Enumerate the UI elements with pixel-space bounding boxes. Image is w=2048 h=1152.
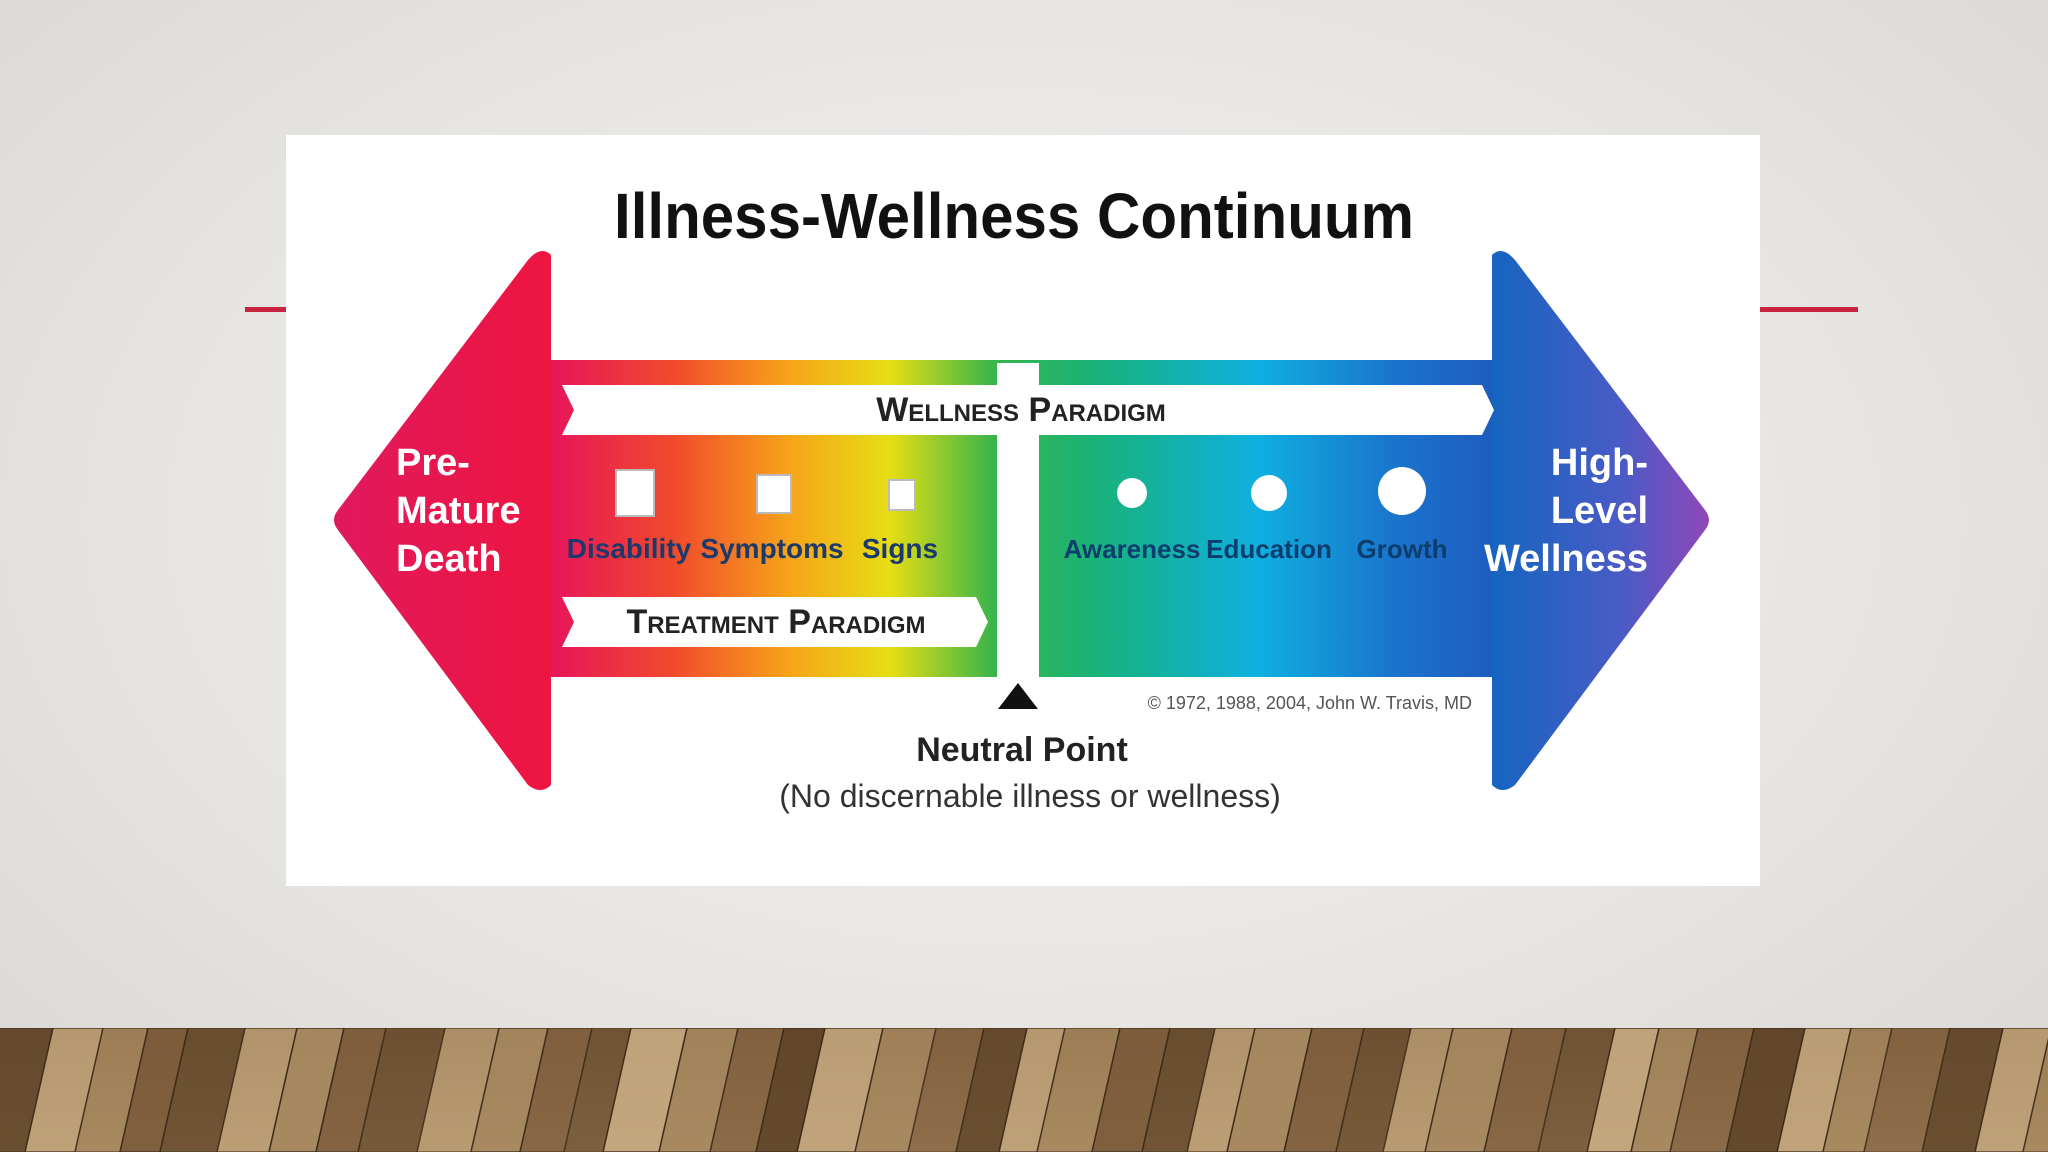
treatment-paradigm-label: Treatment Paradigm — [626, 603, 925, 641]
wellness-markers: Awareness Education Growth — [1064, 467, 1448, 564]
floor-plank — [519, 1028, 593, 1152]
copyright-notice: © 1972, 1988, 2004, John W. Travis, MD — [1148, 693, 1472, 713]
floor-plank — [755, 1028, 826, 1152]
illness-wellness-diagram: Illness-Wellness Continuum Wellness Para… — [334, 180, 1709, 814]
floor-plank — [1630, 1028, 1699, 1152]
wellness-paradigm-label: Wellness Paradigm — [876, 391, 1166, 429]
floor-plank — [1776, 1028, 1852, 1152]
floor-plank — [1537, 1028, 1616, 1152]
right-end-line-2: Level — [1551, 490, 1648, 532]
floor-plank — [1186, 1028, 1256, 1152]
floor-plank — [1921, 1028, 2004, 1152]
right-end-line-1: High- — [1551, 442, 1648, 484]
wellness-paradigm-band — [562, 385, 1494, 435]
floor-plank — [2022, 1037, 2048, 1152]
disability-label: Disability — [567, 533, 692, 564]
signs-label: Signs — [862, 533, 938, 564]
floor-plank — [470, 1028, 549, 1152]
right-end-line-3: Wellness — [1484, 538, 1648, 580]
floor-plank — [907, 1028, 985, 1152]
accent-line-left — [245, 307, 290, 312]
floor-plank — [0, 1028, 54, 1152]
treatment-paradigm-band — [562, 597, 988, 647]
floor-plank — [74, 1028, 149, 1152]
awareness-marker-icon — [1117, 478, 1147, 508]
floor-plank — [1335, 1028, 1412, 1152]
floor-plank — [854, 1028, 937, 1152]
awareness-label: Awareness — [1064, 534, 1201, 564]
floor-plank — [119, 1028, 189, 1152]
neutral-point-marker-icon — [998, 683, 1038, 709]
neutral-point-caption: (No discernable illness or wellness) — [779, 778, 1281, 814]
disability-marker-icon — [615, 469, 655, 517]
left-end-line-3: Death — [396, 538, 502, 580]
symptoms-marker-icon — [756, 474, 792, 514]
floor-plank — [24, 1028, 104, 1152]
education-label: Education — [1206, 534, 1332, 564]
floor-plank — [1036, 1028, 1121, 1152]
floor-plank — [1091, 1028, 1171, 1152]
growth-marker-icon — [1378, 467, 1426, 515]
growth-label: Growth — [1357, 534, 1448, 564]
left-end-line-2: Mature — [396, 490, 521, 532]
diagram-card: Illness-Wellness Continuum Wellness Para… — [286, 135, 1760, 886]
education-marker-icon — [1251, 475, 1287, 511]
symptoms-label: Symptoms — [700, 533, 843, 564]
floor-plank — [1283, 1028, 1365, 1152]
left-end-line-1: Pre- — [396, 442, 470, 484]
floor-plank — [216, 1028, 298, 1152]
floor-plank — [658, 1028, 739, 1152]
floor-plank — [1382, 1028, 1454, 1152]
floor-plank — [416, 1028, 500, 1152]
illness-markers: Disability Symptoms Signs — [567, 469, 938, 564]
floor-plank — [709, 1028, 785, 1152]
signs-marker-icon — [888, 479, 916, 511]
floor-plank — [315, 1028, 387, 1152]
left-end-label: Pre- Mature Death — [396, 442, 521, 580]
floor-plank — [998, 1028, 1066, 1152]
floor-plank — [1483, 1028, 1567, 1152]
floor-plank — [1141, 1028, 1216, 1152]
right-end-label: High- Level Wellness — [1484, 442, 1648, 580]
wood-floor — [0, 1028, 2048, 1152]
floor-plank — [268, 1028, 345, 1152]
floor-plank — [1822, 1028, 1893, 1152]
left-arrow-head — [334, 251, 551, 790]
diagram-title: Illness-Wellness Continuum — [614, 180, 1414, 252]
floor-plank — [1725, 1028, 1806, 1152]
neutral-point-label: Neutral Point — [916, 731, 1128, 769]
accent-line-right — [1758, 307, 1858, 312]
floor-plank — [1586, 1028, 1660, 1152]
right-arrow-head — [1492, 251, 1709, 790]
floor-plank — [955, 1028, 1028, 1152]
floor-plank — [563, 1028, 632, 1152]
